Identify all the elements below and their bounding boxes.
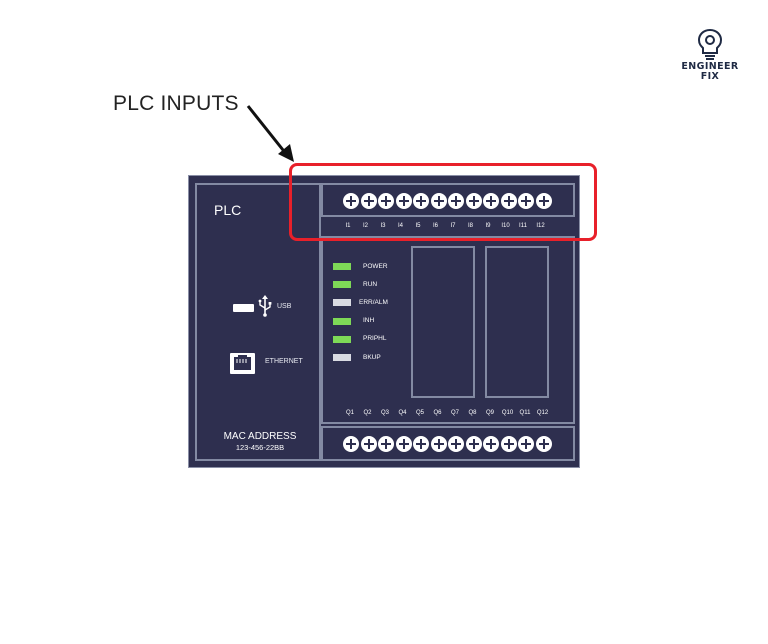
status-led-label: ERR/ALM [359,298,388,306]
output-terminal-screw-icon [518,436,534,452]
input-label: I8 [467,223,473,229]
input-terminal-strip [321,183,575,217]
input-label: I12 [536,223,545,229]
status-led [333,317,351,325]
input-label: I11 [519,223,527,229]
output-terminal-screw-icon [413,436,429,452]
status-led-label: POWER [363,262,388,270]
input-terminal-screw-icon [395,193,412,209]
input-terminal-screw-icon [360,193,377,209]
output-label: Q12 [536,410,549,416]
input-terminal-screw-icon [500,193,517,209]
output-terminal-screw-icon [430,436,447,452]
status-led-label: PRIPHL [363,335,387,343]
output-terminal-screw-icon [535,436,552,452]
usb-icon [258,295,272,317]
engineer-fix-logo: ENGINEER FIX [670,28,750,82]
callout-label: PLC INPUTS [113,92,239,115]
input-labels: I1 I2 I3 I4 I5 I6 I7 I8 I9 I10 I11 I12 [321,221,575,233]
ethernet-port-icon [230,353,255,374]
input-label: I1 [345,223,351,229]
status-led [333,354,351,361]
output-label: Q5 [415,410,424,416]
input-label: I2 [362,223,368,229]
input-terminal-screw-icon [413,193,429,209]
io-module-left [411,246,475,398]
output-label: Q2 [363,410,372,416]
output-label: Q11 [519,410,531,416]
status-led [333,335,351,343]
output-terminal-screw-icon [360,436,377,452]
status-led [333,281,351,289]
output-terminal-screw-icon [448,436,464,452]
status-led-label: INH [363,317,375,325]
mac-address-title: MAC ADDRESS [223,431,297,442]
output-label: Q6 [433,410,442,416]
input-label: I5 [415,223,421,229]
output-labels: Q1 Q2 Q3 Q4 Q5 Q6 Q7 Q8 Q9 Q10 Q11 Q12 [323,408,577,420]
output-label: Q10 [501,410,514,416]
output-terminal-screw-icon [343,436,359,452]
output-terminal-screw-icon [395,436,412,452]
input-terminal-screw-icon [465,193,482,209]
input-terminal-screw-icon [518,193,534,209]
output-label: Q1 [345,410,354,416]
input-terminal-screw-icon [535,193,552,209]
input-label: I3 [380,223,386,229]
input-label: I10 [501,223,510,229]
input-terminal-screw-icon [430,193,447,209]
input-label: I9 [485,223,491,229]
inputs-highlight-box [289,163,597,241]
output-label: Q9 [485,410,494,416]
status-led-label: RUN [363,280,378,288]
output-label: Q8 [468,410,477,416]
output-label: Q3 [380,410,389,416]
callout-arrow-icon [246,105,294,162]
logo-text-line1: ENGINEER [681,61,739,72]
logo-text-line2: FIX [700,71,720,82]
status-led [333,263,351,270]
plc-left-panel: PLC USB ETHERNET MAC ADDRESS 123-456-22B… [195,183,321,461]
output-terminal-screw-icon [465,436,482,452]
input-label: I7 [450,223,456,229]
ethernet-label: ETHERNET [265,358,303,365]
input-terminal-screw-icon [483,193,499,209]
io-module-right [485,246,549,398]
input-label: I6 [432,223,438,229]
input-terminal-screw-icon [378,193,394,209]
plc-title: PLC [214,202,242,218]
status-led-label: BKUP [363,353,381,361]
input-label: I4 [397,223,403,229]
usb-port [233,304,254,312]
output-terminal-screw-icon [500,436,517,452]
mac-address-value: 123-456-22BB [235,443,285,452]
output-terminal-screw-icon [378,436,394,452]
status-led [333,299,351,307]
output-label: Q7 [450,410,459,416]
input-terminal-screw-icon [448,193,464,209]
output-terminal-strip [321,426,575,461]
usb-label: USB [277,303,292,310]
output-label: Q4 [398,410,407,416]
lightbulb-gear-icon [697,28,723,60]
output-terminal-screw-icon [483,436,499,452]
plc-unit: PLC USB ETHERNET MAC ADDRESS 123-456-22B… [188,175,580,468]
input-terminal-screw-icon [343,193,359,209]
